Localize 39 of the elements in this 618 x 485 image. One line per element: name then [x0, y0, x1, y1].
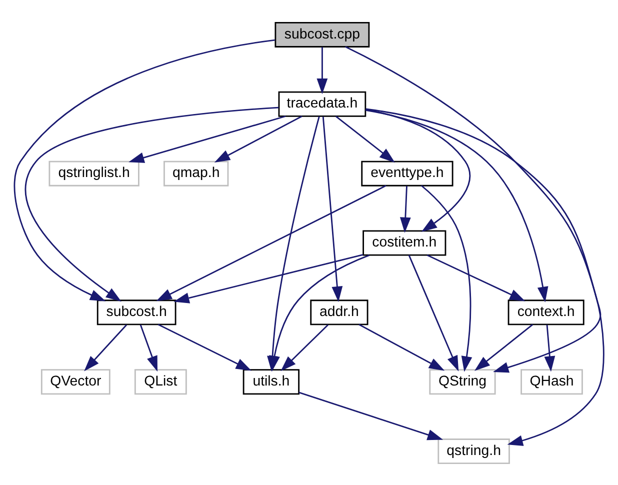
- arrow: [544, 324, 556, 372]
- arrow: [156, 184, 386, 301]
- node-box: addr.h: [310, 299, 368, 325]
- node-box: QVector: [40, 368, 110, 394]
- arrow: [174, 253, 364, 303]
- arrow: [358, 323, 445, 370]
- node-box: QString: [429, 368, 496, 394]
- arrow: [158, 323, 252, 370]
- arrow: [214, 115, 302, 162]
- node-box: context.h: [508, 299, 584, 325]
- node-box: QHash: [520, 368, 583, 394]
- node-box: qmap.h: [164, 160, 229, 186]
- arrow: [25, 106, 279, 302]
- arrow: [128, 115, 286, 162]
- node-box: subcost.h: [96, 299, 176, 325]
- arrow: [316, 46, 328, 94]
- node-box: qstringlist.h: [48, 160, 140, 186]
- node-box: subcost.cpp: [274, 21, 370, 47]
- arrow: [298, 391, 444, 440]
- node-box: tracedata.h: [278, 90, 366, 116]
- arrow: [280, 324, 328, 371]
- arrow: [426, 254, 526, 301]
- node-box: utils.h: [242, 368, 300, 394]
- arrow: [400, 185, 411, 232]
- arrow: [366, 108, 604, 446]
- arrow: [474, 324, 534, 370]
- arrow: [84, 324, 128, 371]
- arrow: [335, 115, 395, 162]
- arrow: [345, 46, 602, 372]
- node-box: qstring.h: [438, 438, 510, 464]
- arrow: [408, 254, 459, 371]
- arrow: [420, 184, 472, 372]
- arrow: [140, 324, 158, 372]
- arrow: [322, 116, 343, 302]
- arrow: [14, 38, 276, 301]
- node-box: eventtype.h: [361, 160, 454, 186]
- node-box: QList: [134, 368, 187, 394]
- node-box: costitem.h: [362, 230, 446, 256]
- arrow: [365, 109, 548, 302]
